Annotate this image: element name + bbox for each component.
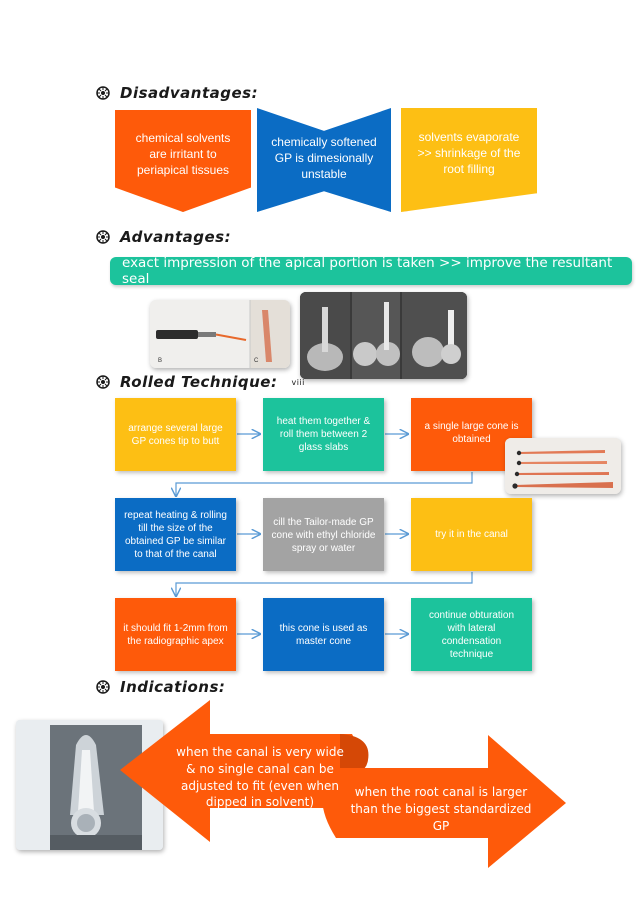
step-box-8: this cone is used as master cone: [263, 598, 384, 671]
flower-bullet-icon: [96, 375, 110, 389]
step-box-4: repeat heating & rolling till the size o…: [115, 498, 236, 571]
disadvantage-text-2: chemically softened GP is dimesionally u…: [271, 134, 377, 182]
step-text-8: this cone is used as master cone: [279, 622, 368, 647]
step-box-2: heat them together & roll them between 2…: [263, 398, 384, 471]
heading-indications: Indications:: [96, 678, 225, 696]
step-box-9: continue obturation with lateral condens…: [411, 598, 532, 671]
heading-disadvantages-text: Disadvantages:: [120, 84, 259, 102]
radiograph-illustration: [300, 292, 467, 379]
advantage-banner: exact impression of the apical portion i…: [110, 255, 632, 287]
figure-label-c: C: [254, 358, 259, 364]
right-arrow-shape: [322, 735, 566, 868]
heading-advantages: Advantages:: [96, 228, 231, 246]
step-text-1: arrange several large GP cones tip to bu…: [128, 422, 223, 447]
gp-cones-illustration: [505, 438, 621, 494]
heading-disadvantages: Disadvantages:: [96, 84, 258, 102]
heading-indications-text: Indications:: [120, 678, 226, 696]
step-text-3: a single large cone is obtained: [424, 421, 519, 445]
figure-label-viii: viii: [291, 377, 305, 387]
indication-text-2: when the root canal is larger than the b…: [346, 784, 536, 834]
flower-bullet-icon: [96, 230, 110, 244]
heading-rolled-technique: Rolled Technique: viii: [96, 373, 305, 391]
flower-bullet-icon: [96, 680, 110, 694]
step-box-6: try it in the canal: [411, 498, 532, 571]
step-box-5: cill the Tailor-made GP cone with ethyl …: [263, 498, 384, 571]
syringe-illustration: B C: [150, 300, 290, 368]
step-box-1: arrange several large GP cones tip to bu…: [115, 398, 236, 471]
indication-text-1-span: when the canal is very wide & no single …: [176, 745, 344, 810]
disadvantage-card-1: chemical solvents are irritant to periap…: [115, 110, 251, 212]
heading-rolled-technique-text: Rolled Technique:: [120, 373, 278, 391]
indication-text-1: when the canal is very wide & no single …: [170, 744, 350, 811]
disadvantage-text-1: chemical solvents are irritant to periap…: [135, 130, 231, 178]
disadvantage-text-3: solvents evaporate >> shrinkage of the r…: [417, 129, 521, 177]
left-arrow-curl: [340, 734, 369, 776]
flower-bullet-icon: [96, 86, 110, 100]
disadvantage-card-3: solvents evaporate >> shrinkage of the r…: [401, 108, 537, 212]
step-text-9: continue obturation with lateral condens…: [428, 609, 515, 660]
gp-cones-photo: [505, 438, 621, 494]
figure-label-b: B: [158, 358, 162, 364]
indication-radiograph-photo: [16, 720, 163, 850]
step-text-6: try it in the canal: [435, 529, 508, 540]
step-text-2: heat them together & roll them between 2…: [276, 416, 371, 453]
heading-advantages-text: Advantages:: [120, 228, 232, 246]
radiograph-photo: [300, 292, 467, 379]
indication-radiograph-illustration: [16, 720, 163, 850]
step-box-7: it should fit 1-2mm from the radiographi…: [115, 598, 236, 671]
step-text-5: cill the Tailor-made GP cone with ethyl …: [271, 517, 376, 554]
indication-text-2-span: when the root canal is larger than the b…: [350, 785, 532, 833]
step-text-4: repeat heating & rolling till the size o…: [124, 509, 227, 560]
syringe-photo: B C: [150, 300, 290, 368]
advantage-banner-text: exact impression of the apical portion i…: [122, 255, 613, 287]
left-arrow-shape: [120, 700, 358, 842]
step-text-7: it should fit 1-2mm from the radiographi…: [123, 622, 228, 647]
